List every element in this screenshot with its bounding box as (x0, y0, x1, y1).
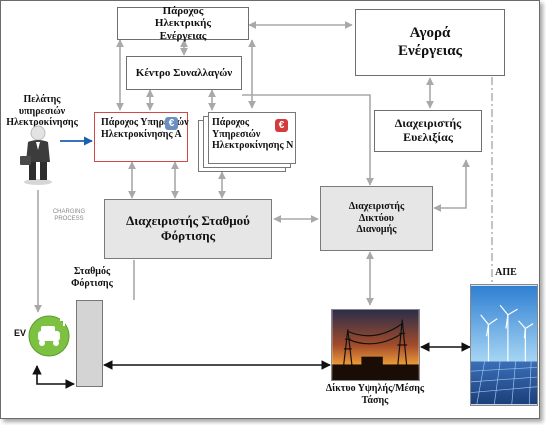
service-provider-n-label: Πάροχος Υπηρεσιών Ηλεκτροκίνησης Ν (212, 117, 294, 151)
euro-icon-a: € (165, 117, 178, 130)
energy-market-label: Αγορά Ενέργειας (398, 25, 462, 59)
res-label: ΑΠΕ (495, 267, 517, 278)
res-windfarm-image (470, 284, 538, 406)
service-provider-n-box: Πάροχος Υπηρεσιών Ηλεκτροκίνησης Ν € (208, 112, 296, 164)
electricity-supplier-box: Πάροχος Ηλεκτρικής Ενέργειας (117, 4, 249, 42)
link-flex-distribution (433, 159, 470, 212)
link-ev-station (32, 365, 75, 389)
charging-station-label: Σταθμός Φόρτισης (71, 266, 113, 289)
charging-station-operator-box: Διαχειριστής Σταθμού Φόρτισης (104, 199, 272, 259)
flexibility-manager-box: Διαχειριστής Ευελιξίας (374, 110, 482, 152)
transaction-center-box: Κέντρο Συναλλαγών (126, 56, 242, 90)
service-provider-a-label: Πάροχος Υπηρεσιών Ηλεκτροκίνησης Α (101, 117, 189, 140)
flexibility-manager-label: Διαχειριστής Ευελιξίας (394, 116, 462, 144)
distribution-operator-label: Διαχειριστής Δικτύου Διανομής (348, 201, 405, 236)
ev-label: EV (13, 328, 26, 338)
charging-station-pillar (76, 300, 103, 387)
energy-market-box: Αγορά Ενέργειας (355, 9, 505, 76)
transaction-center-label: Κέντρο Συναλλαγών (135, 66, 233, 79)
service-provider-a-box: Πάροχος Υπηρεσιών Ηλεκτροκίνησης Α € (94, 112, 189, 162)
customer-figure-icon (20, 125, 52, 185)
charging-process-label: CHARGING PROCESS (52, 209, 86, 222)
euro-icon-n: € (275, 119, 288, 132)
electricity-supplier-label: Πάροχος Ηλεκτρικής Ενέργειας (154, 4, 212, 42)
distribution-operator-box: Διαχειριστής Δικτύου Διανομής (320, 186, 433, 251)
charging-station-operator-label: Διαχειριστής Σταθμού Φόρτισης (126, 213, 250, 243)
grid-label: Δίκτυο Υψηλής/Μέσης Τάσης (325, 383, 425, 406)
ev-icon (28, 315, 70, 357)
link-transaction-distribution (242, 94, 374, 186)
emobility-customer-label: Πελάτης υπηρεσιών Ηλεκτροκίνησης (6, 94, 78, 128)
grid-substation-image (331, 309, 420, 381)
